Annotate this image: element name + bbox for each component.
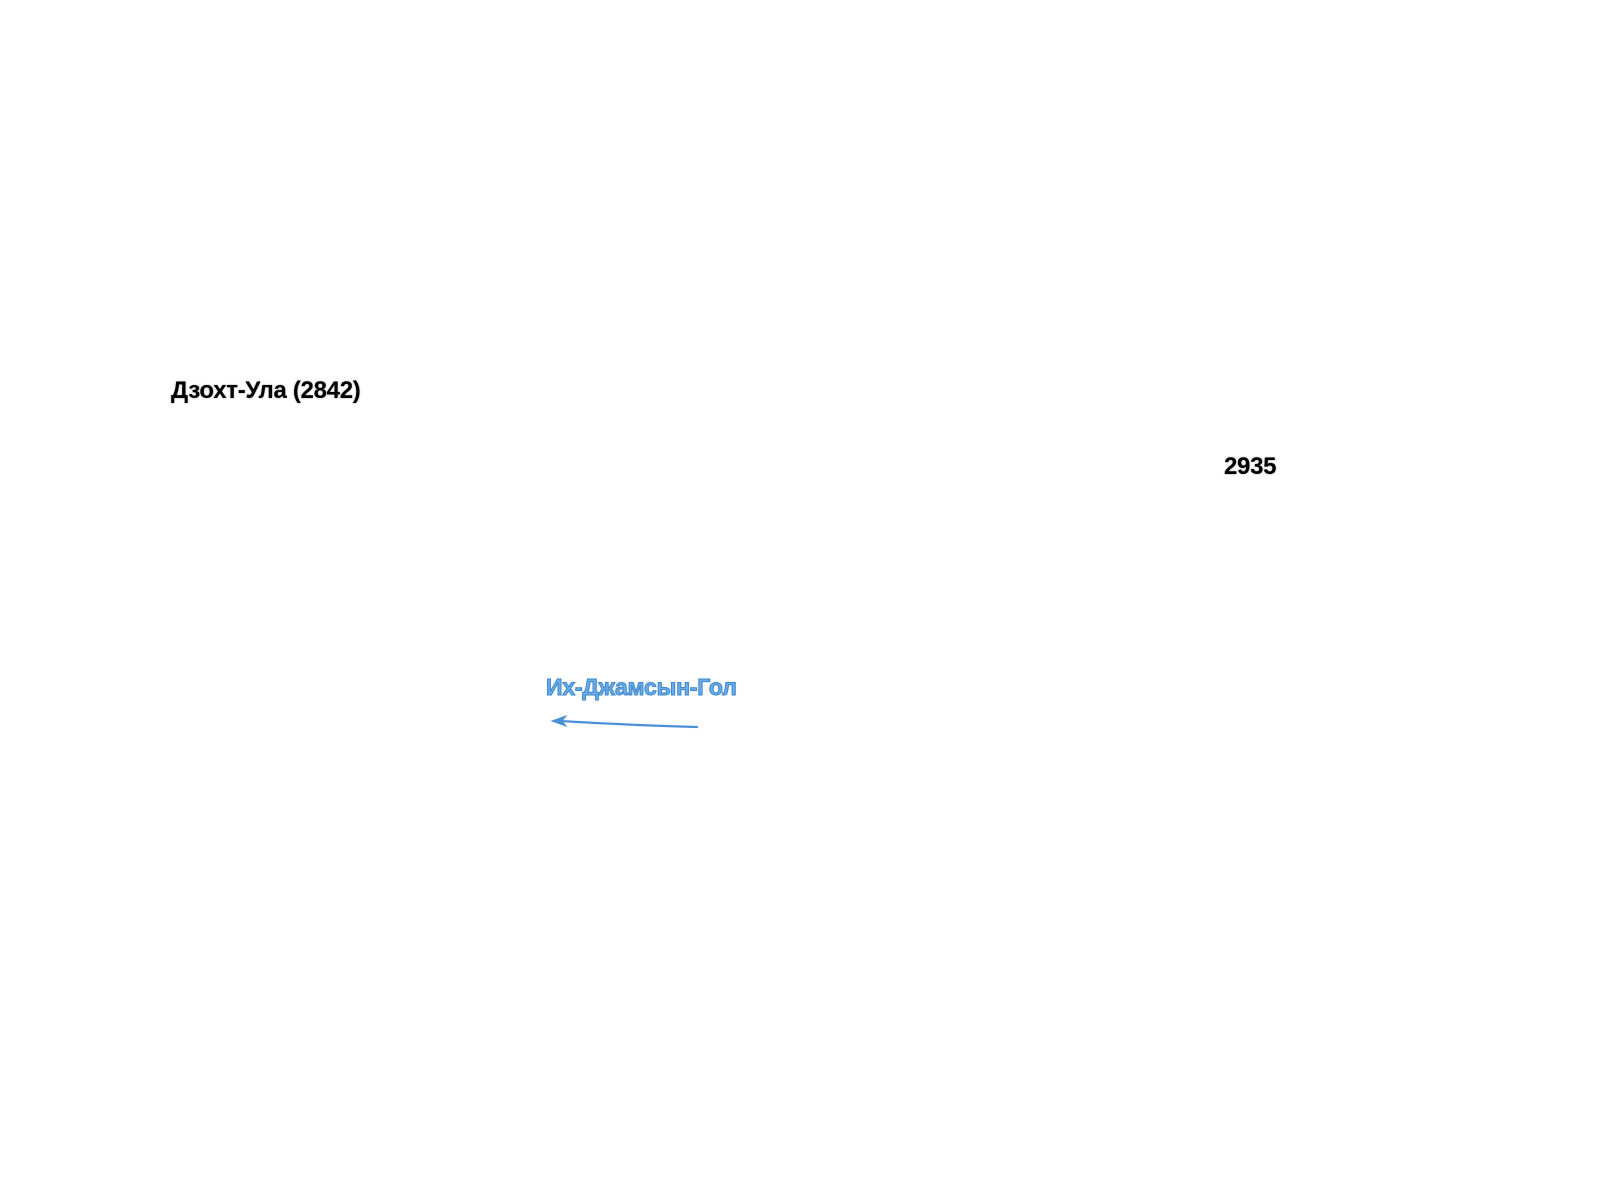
river-label-ikh-dzhamsyn-gol: Их-Джамсын-Гол — [546, 674, 738, 700]
flow-arrow-head — [550, 714, 568, 728]
left-arrow-icon — [550, 714, 699, 729]
peak-label-dzokht-ula: Дзохт-Ула (2842) — [171, 377, 361, 404]
flow-arrow-shaft — [558, 719, 699, 729]
peak-label-2935: 2935 — [1224, 453, 1277, 480]
